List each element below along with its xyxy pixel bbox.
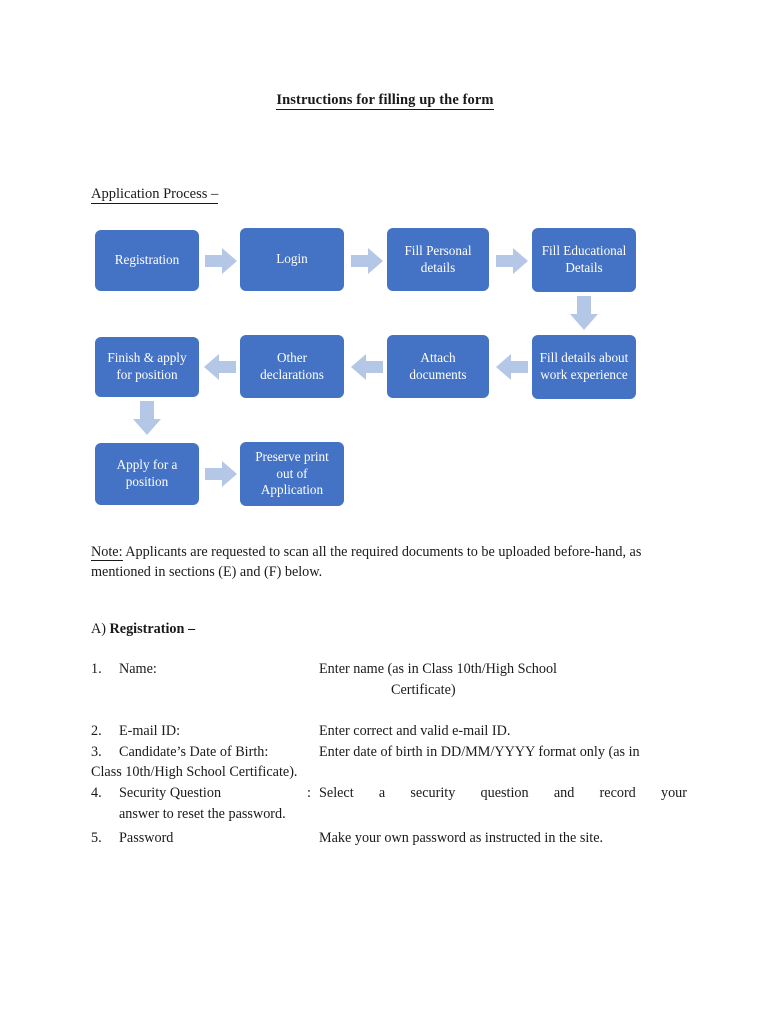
flow-box-finish-and-apply[interactable]: Finish & apply for position <box>95 337 199 397</box>
registration-fields-list: 1. Name: Enter name (as in Class 10th/Hi… <box>91 659 687 849</box>
list-spacer <box>91 700 687 721</box>
section-a-marker: A) <box>91 621 106 637</box>
note-paragraph: Note: Applicants are requested to scan a… <box>91 542 687 582</box>
page-title-text: Instructions for filling up the form <box>276 92 494 110</box>
flow-box-label: Login <box>276 251 308 267</box>
arrow-left-icon <box>496 354 528 380</box>
list-item-number: 5. <box>91 830 102 847</box>
list-item-description: Select a security question and record yo… <box>319 784 687 801</box>
application-process-label-text: Application Process – <box>91 186 219 204</box>
list-item: 2. E-mail ID: Enter correct and valid e-… <box>91 721 687 742</box>
list-item-number: 4. <box>91 784 102 801</box>
flow-box-fill-personal-details[interactable]: Fill Personal details <box>387 228 489 291</box>
list-item-label: Name: <box>119 661 157 677</box>
list-item: 1. Name: Enter name (as in Class 10th/Hi… <box>91 659 687 700</box>
list-item-continuation: Certificate) <box>391 681 456 698</box>
flow-box-label: Registration <box>114 252 180 268</box>
flow-box-label: Fill Personal details <box>404 242 472 275</box>
flow-box-label: Other declarations <box>260 349 324 382</box>
flow-box-label: Fill Educational Details <box>541 243 627 275</box>
application-process-label: Application Process – <box>91 186 219 204</box>
arrow-left-icon <box>204 354 236 380</box>
section-a-heading: A) Registration – <box>91 621 195 638</box>
list-item-description: Enter correct and valid e-mail ID. <box>319 723 511 740</box>
list-item-label: Password <box>119 830 174 847</box>
list-item-description: Enter name (as in Class 10th/High School <box>319 661 558 677</box>
list-item-number: 1. <box>91 661 102 677</box>
flow-box-label: Attach documents <box>409 349 467 382</box>
list-item-description: Enter date of birth in DD/MM/YYYY format… <box>319 743 640 760</box>
page-title: Instructions for filling up the form <box>0 92 770 110</box>
flow-box-label: Preserve print out of Application <box>255 449 329 498</box>
list-item: 4. Security Question : Select a security… <box>91 783 687 824</box>
flow-box-login[interactable]: Login <box>240 228 344 291</box>
arrow-right-icon <box>351 248 383 274</box>
flow-box-label: Apply for a position <box>116 457 178 489</box>
flow-box-fill-educational-details[interactable]: Fill Educational Details <box>532 228 636 292</box>
list-item-label: E-mail ID: <box>119 723 181 740</box>
flow-box-label: Fill details about work experience <box>539 350 629 382</box>
flow-box-other-declarations[interactable]: Other declarations <box>240 335 344 398</box>
arrow-down-icon <box>133 401 161 435</box>
flow-box-label: Finish & apply for position <box>107 350 187 382</box>
list-item-number: 2. <box>91 723 102 740</box>
list-item-colon: : <box>307 784 311 801</box>
list-item-description: Make your own password as instructed in … <box>319 830 604 847</box>
flow-box-fill-work-experience[interactable]: Fill details about work experience <box>532 335 636 399</box>
flow-box-preserve-printout[interactable]: Preserve print out of Application <box>240 442 344 506</box>
section-a-title: Registration – <box>109 621 196 637</box>
arrow-down-icon <box>570 296 598 330</box>
list-item: 3. Candidate’s Date of Birth: Enter date… <box>91 742 687 783</box>
list-item: 5. Password Make your own password as in… <box>91 828 687 849</box>
list-item-label: Security Question : <box>119 783 319 804</box>
list-item-number: 3. <box>91 743 102 760</box>
flow-box-apply-for-position[interactable]: Apply for a position <box>95 443 199 505</box>
list-item-continuation: answer to reset the password. <box>119 805 286 822</box>
list-item-label: Candidate’s Date of Birth: <box>119 743 269 760</box>
list-item-continuation: Class 10th/High School Certificate). <box>91 764 298 781</box>
flow-box-registration[interactable]: Registration <box>95 230 199 291</box>
arrow-right-icon <box>496 248 528 274</box>
note-prefix: Note: <box>91 544 123 561</box>
note-text: Applicants are requested to scan all the… <box>91 544 642 581</box>
arrow-left-icon <box>351 354 383 380</box>
arrow-right-icon <box>205 248 237 274</box>
arrow-right-icon <box>205 461 237 487</box>
flow-box-attach-documents[interactable]: Attach documents <box>387 335 489 398</box>
